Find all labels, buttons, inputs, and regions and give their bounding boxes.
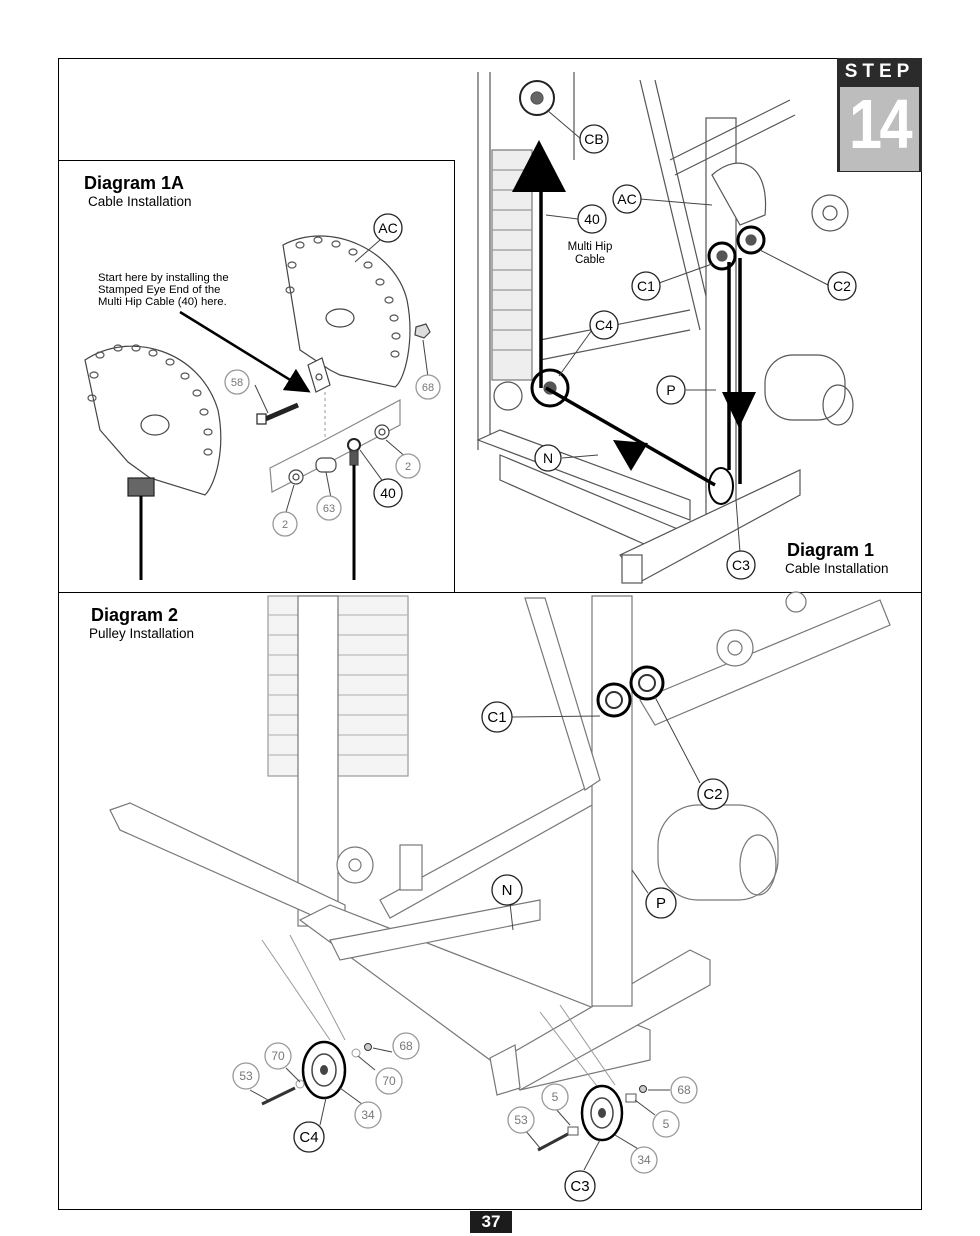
callout-label: 34 xyxy=(637,1153,651,1167)
callout-label: 2 xyxy=(405,461,411,473)
diagram-1a-panel xyxy=(58,160,455,593)
step-number: 14 xyxy=(848,85,913,163)
callout-1-c1: C1 xyxy=(631,271,661,301)
callout-2-5b: 5 xyxy=(652,1110,680,1138)
callout-2-c1: C1 xyxy=(481,701,513,733)
callout-label: C3 xyxy=(570,1178,589,1195)
callout-1-p: P xyxy=(656,375,686,405)
callout-1-c2: C2 xyxy=(827,271,857,301)
callout-1a-2a: 2 xyxy=(395,453,421,479)
pulley-c3-exploded xyxy=(537,1004,647,1152)
callout-label: 5 xyxy=(552,1090,559,1104)
diagram-1a-art xyxy=(84,235,431,580)
callout-1a-ac: AC xyxy=(373,213,403,243)
callout-1-cb: CB xyxy=(579,124,609,154)
callout-1a-58: 58 xyxy=(224,369,250,395)
callout-label: C2 xyxy=(703,786,722,803)
callout-label: 40 xyxy=(380,485,396,501)
callout-2-5a: 5 xyxy=(541,1083,569,1111)
callout-1a-68: 68 xyxy=(415,374,441,400)
callout-label: C4 xyxy=(595,317,613,333)
arrow-left xyxy=(613,440,648,471)
page-number: 37 xyxy=(470,1211,512,1233)
callout-label: 68 xyxy=(677,1083,691,1097)
callout-label: 34 xyxy=(361,1108,375,1122)
callout-label: 68 xyxy=(399,1039,413,1053)
callout-label: C4 xyxy=(299,1129,318,1146)
callout-label: 53 xyxy=(514,1113,528,1127)
diagram-1-title: Diagram 1 xyxy=(787,540,875,560)
pulley-c4-exploded xyxy=(261,934,372,1106)
callout-label: 58 xyxy=(231,377,243,389)
callout-label: 53 xyxy=(239,1069,253,1083)
callout-1-c3: C3 xyxy=(726,550,756,580)
diagram-1-subtitle: Cable Installation xyxy=(785,561,889,576)
callout-label: P xyxy=(656,895,666,912)
callout-2-34a: 34 xyxy=(354,1101,382,1129)
callout-2-68a: 68 xyxy=(392,1032,420,1060)
callout-label: AC xyxy=(617,191,636,207)
callout-label: AC xyxy=(378,220,397,236)
step-label: STEP xyxy=(844,61,915,82)
callout-2-c4: C4 xyxy=(293,1121,325,1153)
diagram-1a-subtitle: Cable Installation xyxy=(88,194,192,209)
callout-label: 40 xyxy=(584,211,600,227)
callout-label: C2 xyxy=(833,278,851,294)
callout-1a-63: 63 xyxy=(316,495,342,521)
callout-label: C1 xyxy=(487,709,506,726)
callout-label: 68 xyxy=(422,382,434,394)
callout-label: 63 xyxy=(323,503,335,515)
step-number-box xyxy=(840,87,919,171)
callout-label: N xyxy=(543,450,553,466)
callout-2-70a: 70 xyxy=(264,1042,292,1070)
panel-divider xyxy=(58,592,922,593)
callout-1-40: 40 xyxy=(577,204,607,234)
callout-1-c4: C4 xyxy=(589,310,619,340)
diagram-1-art xyxy=(476,72,854,584)
callout-2-68b: 68 xyxy=(670,1076,698,1104)
callout-label: 5 xyxy=(663,1117,670,1131)
callout-label: N xyxy=(502,882,513,899)
callout-1a-2b: 2 xyxy=(272,511,298,537)
callout-1a-40: 40 xyxy=(373,478,403,508)
callout-label: C3 xyxy=(732,557,750,573)
callout-label: 70 xyxy=(271,1049,285,1063)
callout-2-70b: 70 xyxy=(375,1067,403,1095)
callout-2-34b: 34 xyxy=(630,1146,658,1174)
callout-2-p: P xyxy=(645,887,677,919)
callout-label: 2 xyxy=(282,519,288,531)
callout-label: 70 xyxy=(382,1074,396,1088)
install-arrow xyxy=(179,310,311,393)
arrow-down xyxy=(722,392,756,428)
diagram-2-art xyxy=(109,591,891,1096)
page-frame xyxy=(58,58,922,1210)
diagram-2-title: Diagram 2 xyxy=(91,605,179,625)
diagram-1a-title: Diagram 1A xyxy=(84,173,185,193)
callout-1-n: N xyxy=(534,444,562,472)
callout-label: C1 xyxy=(637,278,655,294)
callout-label: P xyxy=(666,382,675,398)
multi-hip-cable-label: Multi Hip Cable xyxy=(567,241,613,266)
callouts: AC 58 68 2 2 63 40 CB 40 AC C1 C2 C4 P N… xyxy=(224,124,857,1202)
callout-2-n: N xyxy=(491,874,523,906)
callout-1-ac: AC xyxy=(612,184,642,214)
callout-2-53a: 53 xyxy=(232,1062,260,1090)
arrow-up xyxy=(512,140,566,192)
callout-2-c2: C2 xyxy=(697,778,729,810)
callout-label: CB xyxy=(584,131,603,147)
callout-2-c3: C3 xyxy=(564,1170,596,1202)
pulleys-c1-c2 xyxy=(596,665,665,718)
cable-route xyxy=(539,190,742,487)
diagram-1a-note: Start here by installing the Stamped Eye… xyxy=(98,272,229,308)
diagram-2-subtitle: Pulley Installation xyxy=(89,626,195,641)
callout-2-53b: 53 xyxy=(507,1106,535,1134)
